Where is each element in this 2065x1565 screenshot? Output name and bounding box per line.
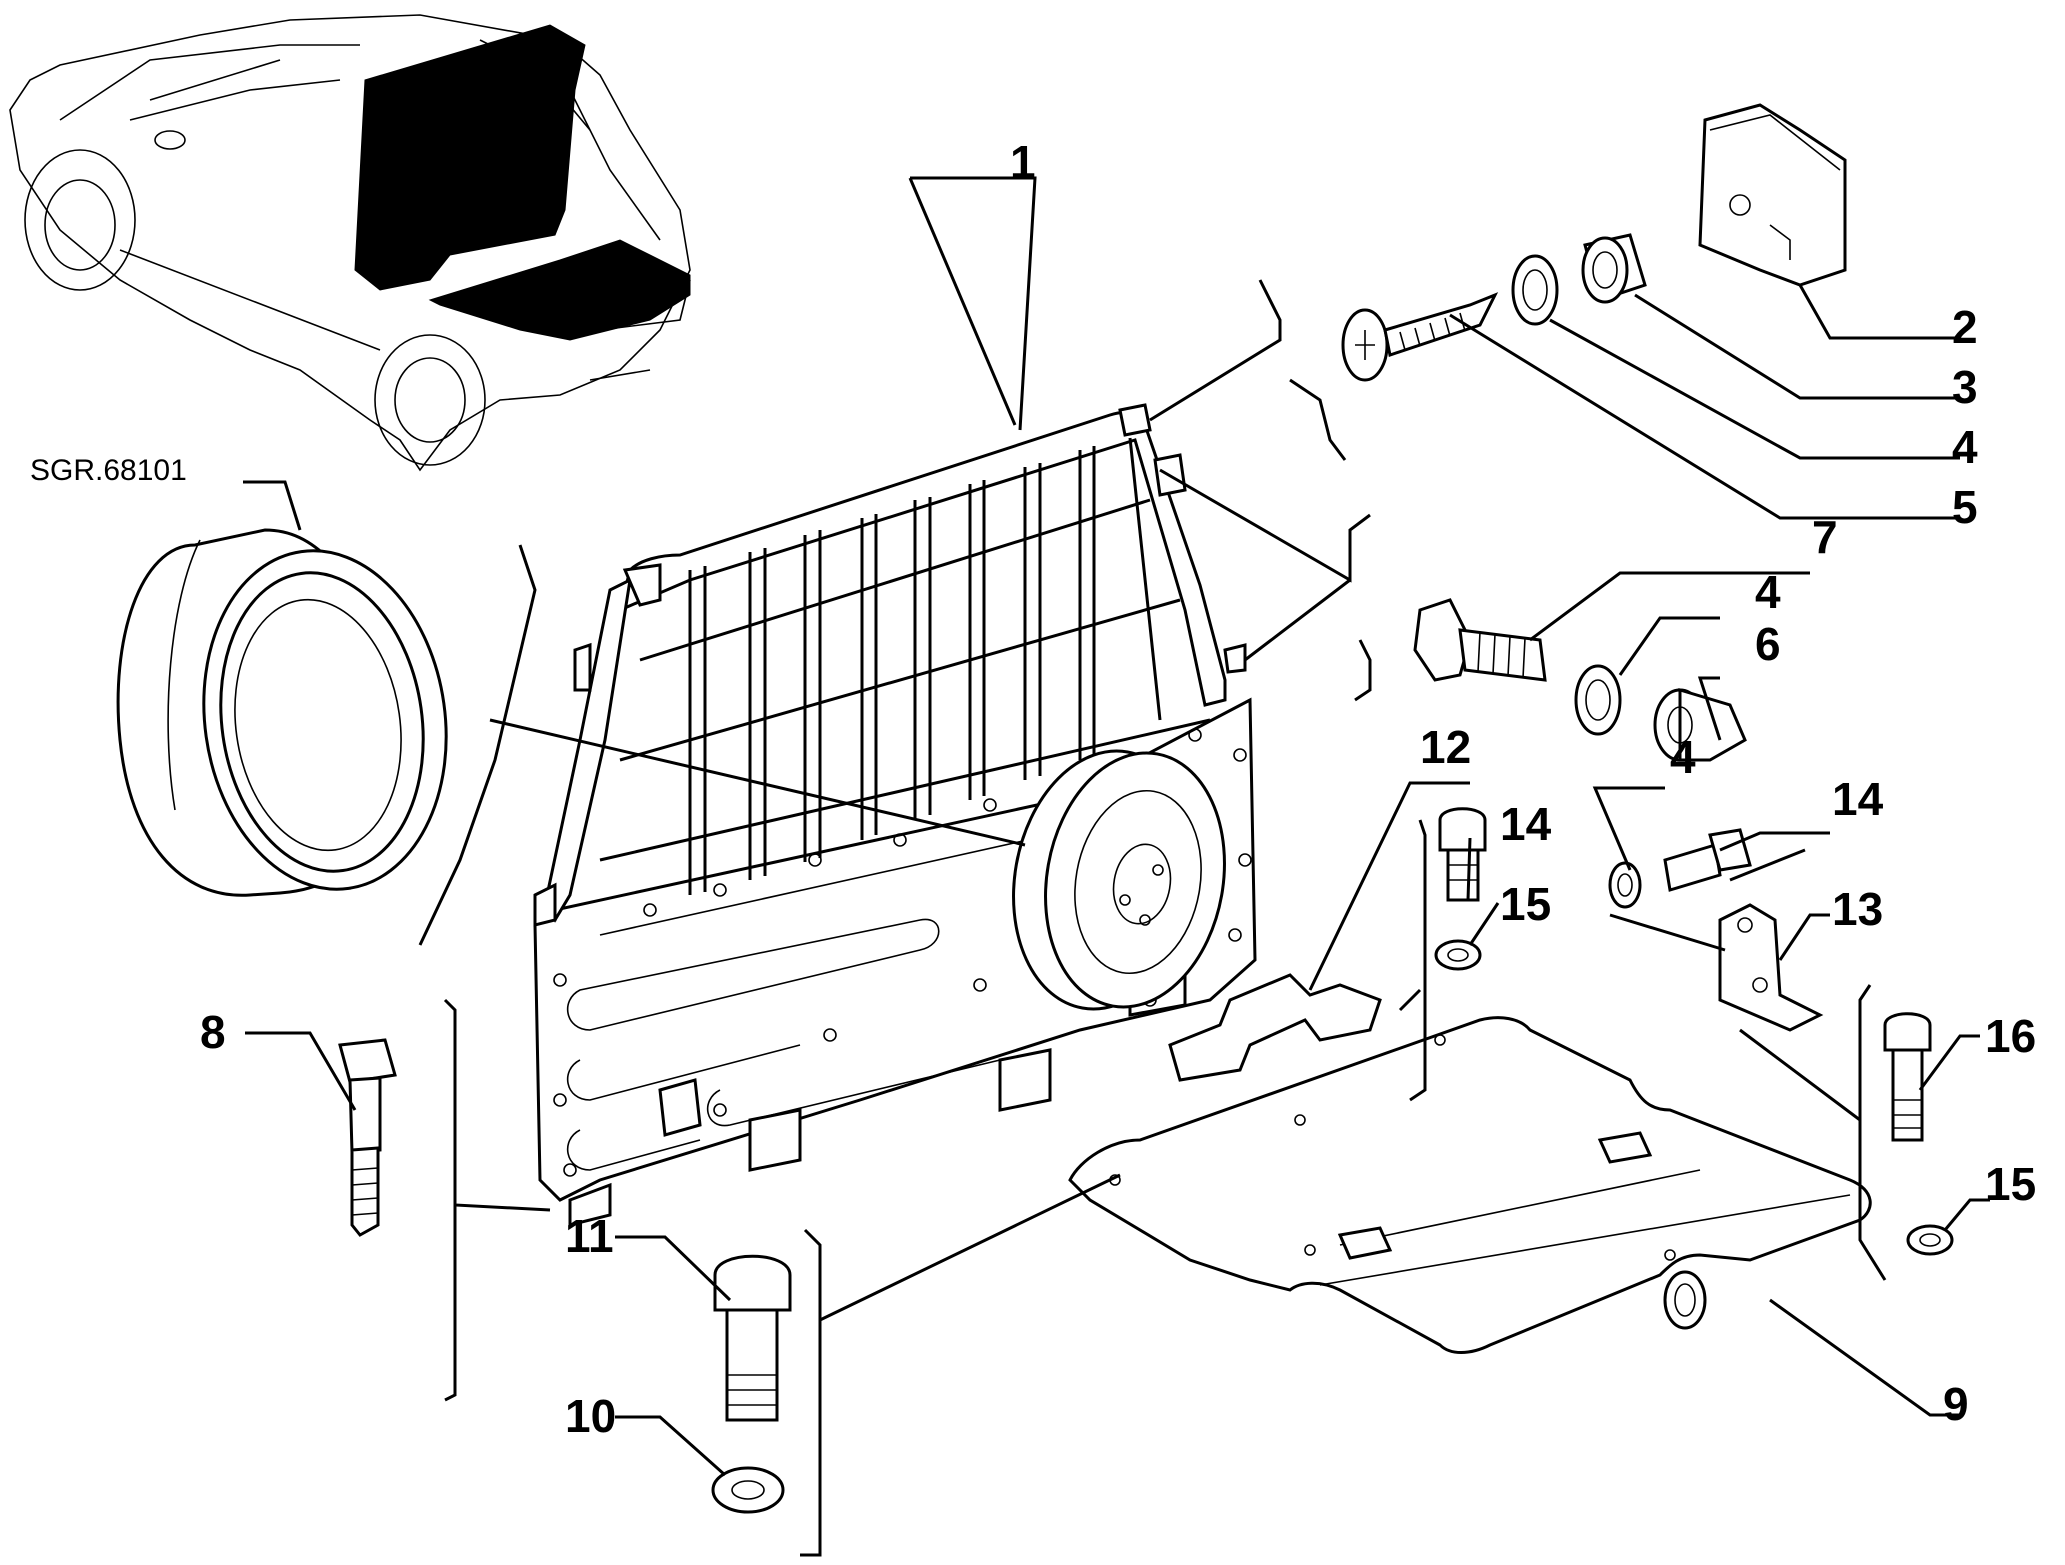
part-bracket xyxy=(1718,903,1824,1032)
part-washer-15-right xyxy=(1906,1224,1954,1256)
part-cap xyxy=(1698,103,1847,287)
part-screw xyxy=(1341,292,1499,382)
callout-15a: 15 xyxy=(1500,878,1551,930)
callout-14a: 14 xyxy=(1500,798,1552,850)
callout-2: 2 xyxy=(1952,301,1978,353)
sound-insulation-ring xyxy=(116,528,448,897)
callout-12: 12 xyxy=(1420,721,1471,773)
callout-15b: 15 xyxy=(1985,1158,2036,1210)
callout-10: 10 xyxy=(565,1390,616,1442)
luggage-floor-panel xyxy=(1068,1016,1872,1354)
car-outline-illustration xyxy=(9,14,691,472)
reference-code: SGR.68101 xyxy=(30,454,187,487)
part-bolt-14 xyxy=(1438,807,1487,902)
callout-16: 16 xyxy=(1985,1010,2036,1062)
callout-4a: 4 xyxy=(1952,421,1978,473)
part-washer-middle xyxy=(1574,664,1622,736)
part-washer-top xyxy=(1511,254,1559,326)
part-bolt-8 xyxy=(338,1038,397,1237)
part-bolt-11 xyxy=(713,1254,792,1422)
callout-5: 5 xyxy=(1952,481,1978,533)
callout-3: 3 xyxy=(1952,361,1978,413)
callout-11: 11 xyxy=(565,1210,614,1262)
part-washer-10 xyxy=(711,1466,785,1514)
part-washer-15 xyxy=(1434,939,1482,971)
callout-7: 7 xyxy=(1812,511,1838,563)
grouping-lines xyxy=(418,279,1887,1557)
part-bolt-16 xyxy=(1883,1012,1932,1142)
callout-8: 8 xyxy=(200,1006,226,1058)
callout-4c: 4 xyxy=(1670,731,1696,783)
part-bush xyxy=(1581,233,1647,304)
part-bolt-7 xyxy=(1413,598,1547,682)
spare-wheel xyxy=(1012,749,1226,1011)
part-washer-right xyxy=(1608,861,1642,909)
part-spacer xyxy=(1653,687,1747,762)
callout-leaders xyxy=(243,176,1990,1477)
part-bolt-14-right xyxy=(1663,828,1752,892)
callout-labels: 1 2 3 4 5 4 7 6 12 4 14 14 13 15 8 16 15… xyxy=(30,136,2036,1442)
part-handle xyxy=(1168,973,1382,1082)
callout-14b: 14 xyxy=(1832,773,1884,825)
callout-4b: 4 xyxy=(1755,566,1781,618)
callout-13: 13 xyxy=(1832,883,1883,935)
callout-6: 6 xyxy=(1755,618,1781,670)
callout-1: 1 xyxy=(1010,136,1036,188)
callout-9: 9 xyxy=(1943,1378,1969,1430)
